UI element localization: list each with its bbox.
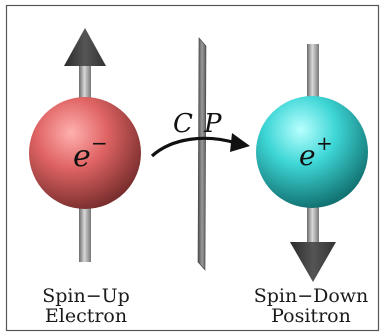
positron-caption-line1: Spin−Down: [253, 285, 369, 307]
charge-conjugation-symbol: C: [173, 109, 193, 139]
positron-group: e +: [256, 44, 368, 282]
transform-arrow-shaft: [150, 136, 237, 158]
transform-arrowhead-icon: [230, 133, 250, 152]
cp-transform-arrow: C P: [150, 109, 250, 158]
electron-group: e −: [29, 28, 141, 262]
electron-caption-line1: Spin−Up: [42, 285, 130, 307]
positron-caption-line2: Positron: [271, 305, 351, 327]
electron-sphere: [29, 97, 141, 209]
positron-charge: +: [316, 131, 333, 155]
electron-caption: Spin−Up Electron: [12, 286, 160, 326]
spin-down-arrowhead-icon: [290, 242, 336, 282]
spin-up-arrowhead-icon: [64, 28, 106, 66]
electron-caption-line2: Electron: [44, 305, 128, 327]
positron-symbol: e: [299, 139, 316, 172]
electron-charge: −: [91, 131, 108, 155]
electron-symbol: e: [73, 139, 91, 174]
parity-symbol: P: [203, 109, 222, 139]
positron-sphere: [256, 96, 368, 208]
positron-caption: Spin−Down Positron: [238, 286, 384, 326]
cp-mirror-plane: [197, 37, 207, 271]
